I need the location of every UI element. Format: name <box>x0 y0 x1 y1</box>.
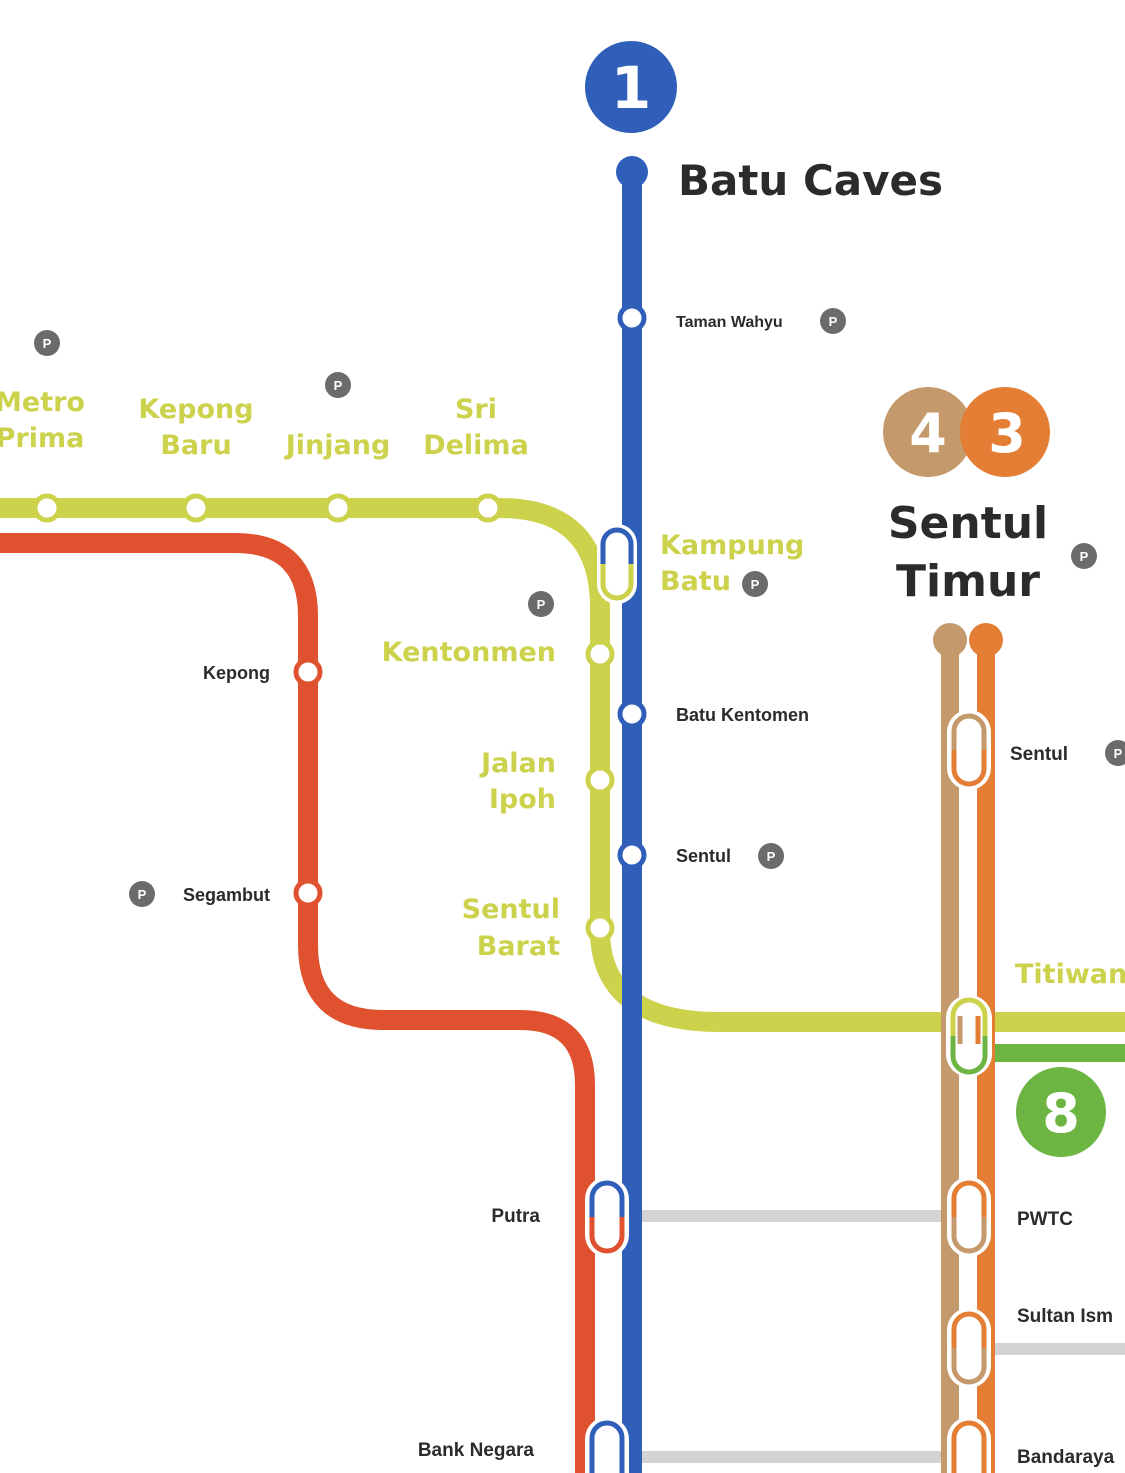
line-3-badge-number: 3 <box>988 402 1026 465</box>
svg-text:P: P <box>829 314 838 329</box>
parking-icon: P <box>528 591 554 617</box>
terminal-label-sentul-timur-line1: Sentul <box>888 498 1048 549</box>
parking-icon: P <box>129 881 155 907</box>
line-red <box>0 533 595 1473</box>
station-dot-kepong-baru[interactable] <box>181 493 211 523</box>
line-3-badge[interactable]: 3 <box>960 387 1050 477</box>
label-sentul-blue: Sentul <box>676 846 731 866</box>
interchange-kampung-batu[interactable] <box>597 524 637 604</box>
svg-text:P: P <box>1080 549 1089 564</box>
label-kentonmen: Kentonmen <box>382 637 556 668</box>
label-bandaraya: Bandaraya <box>1017 1447 1115 1468</box>
interchange-titiwangsa[interactable] <box>946 995 992 1077</box>
svg-text:P: P <box>1114 746 1123 761</box>
interchange-bank-negara[interactable] <box>585 1417 629 1473</box>
label-taman-wahyu: Taman Wahyu <box>676 314 783 331</box>
interchange-bandaraya[interactable] <box>947 1417 991 1473</box>
label-segambut: Segambut <box>183 885 270 905</box>
label-putra: Putra <box>491 1206 540 1227</box>
label-kepong: Kepong <box>203 663 270 683</box>
parking-icon: P <box>325 372 351 398</box>
svg-text:P: P <box>138 887 147 902</box>
terminal-dot-line4 <box>933 623 967 657</box>
label-sentul-barat-2: Barat <box>477 931 560 962</box>
parking-icons: P P P P P P P P P <box>34 308 1125 907</box>
label-bank-negara: Bank Negara <box>418 1440 535 1461</box>
label-kepong-baru-1: Kepong <box>138 394 253 425</box>
label-pwtc: PWTC <box>1017 1209 1073 1230</box>
terminal-dot-batu-caves <box>616 156 648 188</box>
terminal-dot-line3 <box>969 623 1003 657</box>
line-4-badge[interactable]: 4 <box>883 387 973 477</box>
parking-icon: P <box>758 843 784 869</box>
parking-icon: P <box>820 308 846 334</box>
label-jalan-ipoh-2: Ipoh <box>489 784 556 815</box>
parking-icon: P <box>1071 543 1097 569</box>
station-dot-metro-prima[interactable] <box>32 493 62 523</box>
small-station-labels: Taman Wahyu Batu Kentomen Sentul Kepong … <box>183 314 1115 1468</box>
label-kepong-baru-2: Baru <box>160 430 231 461</box>
line-8-badge[interactable]: 8 <box>1016 1067 1106 1157</box>
station-markers <box>32 303 647 943</box>
label-titiwangsa: Titiwan <box>1015 959 1125 990</box>
label-sentul-barat-1: Sentul <box>462 894 560 925</box>
interchange-pwtc[interactable] <box>947 1177 991 1257</box>
station-dot-segambut[interactable] <box>293 878 323 908</box>
station-dot-kentonmen[interactable] <box>585 639 615 669</box>
label-sentul-brown: Sentul <box>1010 744 1068 765</box>
line-1-badge-number: 1 <box>611 54 651 122</box>
svg-text:P: P <box>767 849 776 864</box>
terminal-label-sentul-timur-line2: Timur <box>896 556 1040 607</box>
station-dot-jinjang[interactable] <box>323 493 353 523</box>
label-sri-delima-2: Delima <box>423 430 529 461</box>
station-dot-sentul-barat[interactable] <box>585 913 615 943</box>
line-4-badge-number: 4 <box>909 402 947 465</box>
station-dot-kepong[interactable] <box>293 657 323 687</box>
parking-icon: P <box>1105 740 1125 766</box>
label-metro-prima-1: Metro <box>0 387 85 418</box>
parking-icon: P <box>742 571 768 597</box>
label-sultan-ismail: Sultan Ism <box>1017 1306 1113 1327</box>
station-dot-batu-kentomen[interactable] <box>617 699 647 729</box>
svg-text:P: P <box>751 577 760 592</box>
line-1-badge[interactable]: 1 <box>585 41 677 133</box>
label-kampung-batu-1: Kampung <box>660 530 804 561</box>
station-dot-taman-wahyu[interactable] <box>617 303 647 333</box>
station-dot-sri-delima[interactable] <box>473 493 503 523</box>
interchange-sultan-ismail[interactable] <box>947 1308 991 1388</box>
station-dot-jalan-ipoh[interactable] <box>585 765 615 795</box>
svg-text:P: P <box>334 378 343 393</box>
label-jinjang: Jinjang <box>284 430 391 461</box>
parking-icon: P <box>34 330 60 356</box>
interchange-sentul[interactable] <box>947 710 991 790</box>
label-jalan-ipoh-1: Jalan <box>479 748 556 779</box>
label-metro-prima-2: Prima <box>0 423 84 454</box>
label-sri-delima-1: Sri <box>455 394 497 425</box>
line-8-badge-number: 8 <box>1042 1082 1080 1145</box>
yellow-line-labels: Metro Prima Kepong Baru Jinjang Sri Deli… <box>0 387 1125 990</box>
svg-text:P: P <box>43 336 52 351</box>
terminal-label-batu-caves: Batu Caves <box>678 156 943 205</box>
label-kampung-batu-2: Batu <box>660 566 731 597</box>
label-batu-kentomen: Batu Kentomen <box>676 705 809 725</box>
interchange-putra[interactable] <box>585 1177 629 1257</box>
station-dot-sentul-blue[interactable] <box>617 840 647 870</box>
svg-text:P: P <box>537 597 546 612</box>
